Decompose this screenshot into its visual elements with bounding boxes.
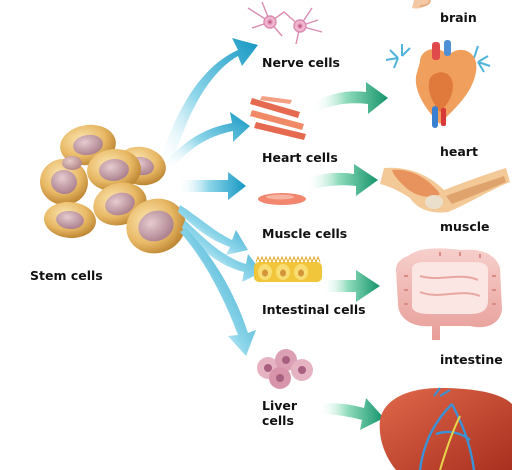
organ-arrows xyxy=(306,82,388,430)
stem-cell-cluster xyxy=(40,124,186,254)
intestinal-cells-illustration xyxy=(254,255,322,282)
label-brain: brain xyxy=(440,10,477,25)
label-intestine: intestine xyxy=(440,352,503,367)
label-intestinal-cells: Intestinal cells xyxy=(262,302,366,317)
intestine-illustration xyxy=(396,248,502,340)
label-liver-cells: Liver cells xyxy=(262,398,298,428)
heart-cells-illustration xyxy=(250,96,306,140)
muscle-cell-illustration xyxy=(258,193,306,205)
label-heart: heart xyxy=(440,144,478,159)
label-muscle-cells: Muscle cells xyxy=(262,226,348,241)
heart-illustration xyxy=(385,40,491,128)
differentiation-arrows xyxy=(160,38,262,356)
brain-illustration xyxy=(412,0,431,9)
label-nerve-cells: Nerve cells xyxy=(262,55,340,70)
liver-illustration xyxy=(379,387,512,470)
label-heart-cells: Heart cells xyxy=(262,150,338,165)
label-muscle: muscle xyxy=(440,219,490,234)
label-stem-cells: Stem cells xyxy=(30,268,103,283)
muscle-illustration xyxy=(380,167,510,213)
liver-cells-illustration xyxy=(257,349,313,389)
nerve-cells-illustration xyxy=(247,1,323,45)
